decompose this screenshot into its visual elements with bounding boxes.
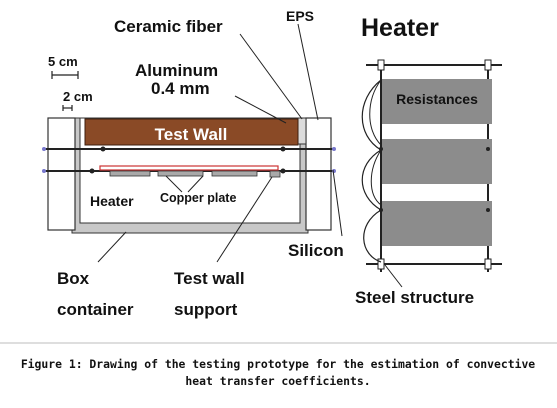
container-label: container — [57, 300, 134, 319]
rod-end — [42, 169, 46, 173]
heater-title: Heater — [361, 14, 439, 42]
rod-connector — [379, 208, 383, 212]
test-wall — [84, 118, 299, 146]
ceramic-fiber-pointer — [239, 33, 303, 120]
test-wall-support-label-line2: support — [174, 300, 238, 319]
aluminum-pointer — [234, 95, 287, 124]
copper-plate-pointer — [165, 175, 183, 193]
resistance-panel — [382, 139, 492, 184]
resistance-panel — [382, 79, 492, 124]
eps-block — [305, 117, 332, 231]
test-wall-support-label-line1: Test wall — [174, 269, 245, 288]
steel-bracket — [377, 59, 385, 71]
eps-label: EPS — [286, 8, 314, 24]
box-container-pointer — [97, 231, 127, 263]
rod-node — [89, 168, 95, 174]
silicon-pointer — [332, 169, 343, 237]
rod-node — [280, 168, 286, 174]
resistance-wire — [370, 149, 382, 206]
copper-plate-label: Copper plate — [160, 191, 236, 205]
resistance-wire — [369, 79, 382, 146]
rod-end — [42, 147, 46, 151]
steel-bracket — [377, 258, 385, 270]
steel-structure-pointer — [384, 264, 403, 288]
scale-5cm-label: 5 cm — [48, 54, 78, 69]
box-label: Box — [57, 269, 90, 288]
caption-line-1: Figure 1: Drawing of the testing prototy… — [21, 357, 535, 371]
rod-end — [332, 147, 336, 151]
rod-node — [100, 146, 106, 152]
left-support-block — [47, 117, 76, 231]
resistances-label: Resistances — [396, 91, 478, 107]
steel-structure-label: Steel structure — [355, 288, 474, 307]
ceramic-fiber-strip — [297, 117, 307, 145]
copper-plate — [157, 170, 204, 177]
aluminum-label: Aluminum — [135, 61, 218, 80]
resistance-panel — [382, 201, 492, 246]
scale-bar-2cm: 2 cm — [62, 89, 93, 111]
eps-pointer — [297, 23, 319, 121]
steel-bracket — [484, 258, 492, 270]
test-wall-label: Test Wall — [155, 125, 228, 144]
heater-label: Heater — [90, 193, 134, 209]
copper-plate — [109, 170, 151, 177]
silicon-label: Silicon — [288, 241, 344, 260]
rod-end — [332, 169, 336, 173]
wall-support-post — [269, 170, 281, 178]
heater-view: Heater Resistances Steel structure — [355, 14, 502, 307]
scale-bar-5cm: 5 cm — [48, 54, 79, 79]
caption-line-2: heat transfer coefficients. — [185, 374, 370, 388]
copper-plate — [211, 170, 258, 177]
heater-strip — [99, 165, 279, 171]
copper-plate-pointer — [187, 175, 204, 193]
rod-connector — [379, 147, 383, 151]
scale-2cm-label: 2 cm — [63, 89, 93, 104]
test-wall-support-pointer — [216, 176, 273, 263]
rod-connector — [486, 208, 490, 212]
resistance-wire — [361, 79, 383, 263]
aluminum-thickness-label: 0.4 mm — [151, 79, 210, 98]
rod-connector — [486, 147, 490, 151]
ceramic-fiber-label: Ceramic fiber — [114, 17, 223, 36]
rod-node — [280, 146, 286, 152]
cross-section: Test Wall Heater Copper plate 5 — [42, 8, 344, 319]
steel-bracket — [484, 59, 492, 71]
